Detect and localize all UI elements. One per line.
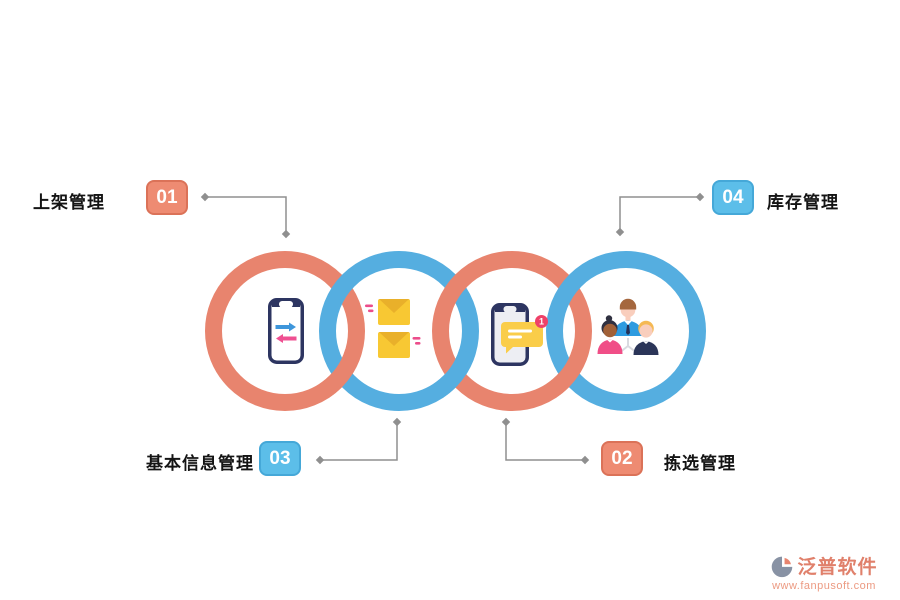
- node-label-jianxuan: 拣选管理: [664, 454, 736, 473]
- connector-top-left: [205, 196, 287, 234]
- ring-2-weave-patch: [433, 349, 476, 399]
- node-label-jibenxinxi: 基本信息管理: [146, 454, 254, 473]
- node-label-shangjia: 上架管理: [33, 193, 105, 212]
- ring-3-weave-patch: [546, 349, 589, 399]
- brand-watermark: 泛普软件 www.fanpusoft.com: [756, 552, 892, 592]
- notification-count: 1: [539, 317, 544, 327]
- ring-4-blue: [546, 251, 706, 411]
- phone-transfer-icon: [268, 298, 304, 364]
- ring-1-weave-patch: [319, 349, 362, 399]
- connector-bottom-right: [505, 422, 585, 461]
- notification-badge: [535, 315, 548, 328]
- connector-lines: [205, 196, 700, 461]
- node-label-kucun: 库存管理: [767, 193, 839, 212]
- connector-top-right: [619, 196, 700, 232]
- phone-chat-icon: 1: [491, 303, 548, 366]
- node-badge-01: 01: [146, 180, 188, 215]
- mail-icon: [365, 299, 421, 358]
- ring-1-orange: [205, 251, 365, 411]
- ring-3-orange: [432, 251, 592, 411]
- brand-url: www.fanpusoft.com: [772, 580, 876, 592]
- team-icon: [597, 298, 659, 355]
- brand-name: 泛普软件: [797, 557, 878, 578]
- connector-diamonds: [200, 192, 705, 465]
- node-badge-02: 02: [601, 441, 643, 476]
- fanpu-logo-icon: [772, 556, 793, 577]
- connector-bottom-left: [320, 422, 398, 461]
- node-badge-04: 04: [712, 180, 754, 215]
- ring-2-blue: [319, 251, 479, 411]
- ring-chain: [205, 251, 706, 411]
- node-badge-03: 03: [259, 441, 301, 476]
